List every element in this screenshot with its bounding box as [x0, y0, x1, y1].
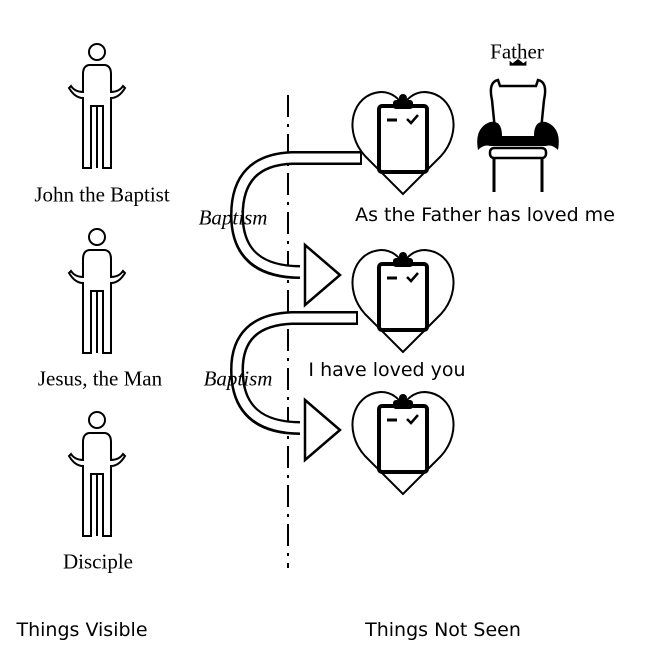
- person-icon-jesus: [68, 228, 126, 354]
- heart-clipboard-icon-3: [350, 390, 456, 496]
- label-baptism-2: Baptism: [203, 366, 273, 391]
- heart-clipboard-icon-1: [350, 90, 456, 196]
- curved-arrow-1: [229, 151, 362, 308]
- label-things-not-seen: Things Not Seen: [365, 619, 521, 641]
- label-as-father-loved: As the Father has loved me: [355, 204, 615, 226]
- throne-icon: [477, 59, 559, 192]
- label-john-the-baptist: John the Baptist: [34, 182, 170, 207]
- label-i-have-loved-you: I have loved you: [308, 359, 466, 381]
- person-icon-john: [68, 43, 126, 169]
- label-disciple: Disciple: [63, 549, 133, 574]
- heart-clipboard-icon-2: [350, 248, 456, 354]
- label-baptism-1: Baptism: [198, 205, 268, 230]
- label-jesus-the-man: Jesus, the Man: [37, 366, 163, 391]
- label-things-visible: Things Visible: [16, 619, 148, 641]
- label-father: Father: [490, 39, 544, 64]
- person-icon-disciple: [68, 411, 126, 537]
- curved-arrow-2: [229, 311, 358, 463]
